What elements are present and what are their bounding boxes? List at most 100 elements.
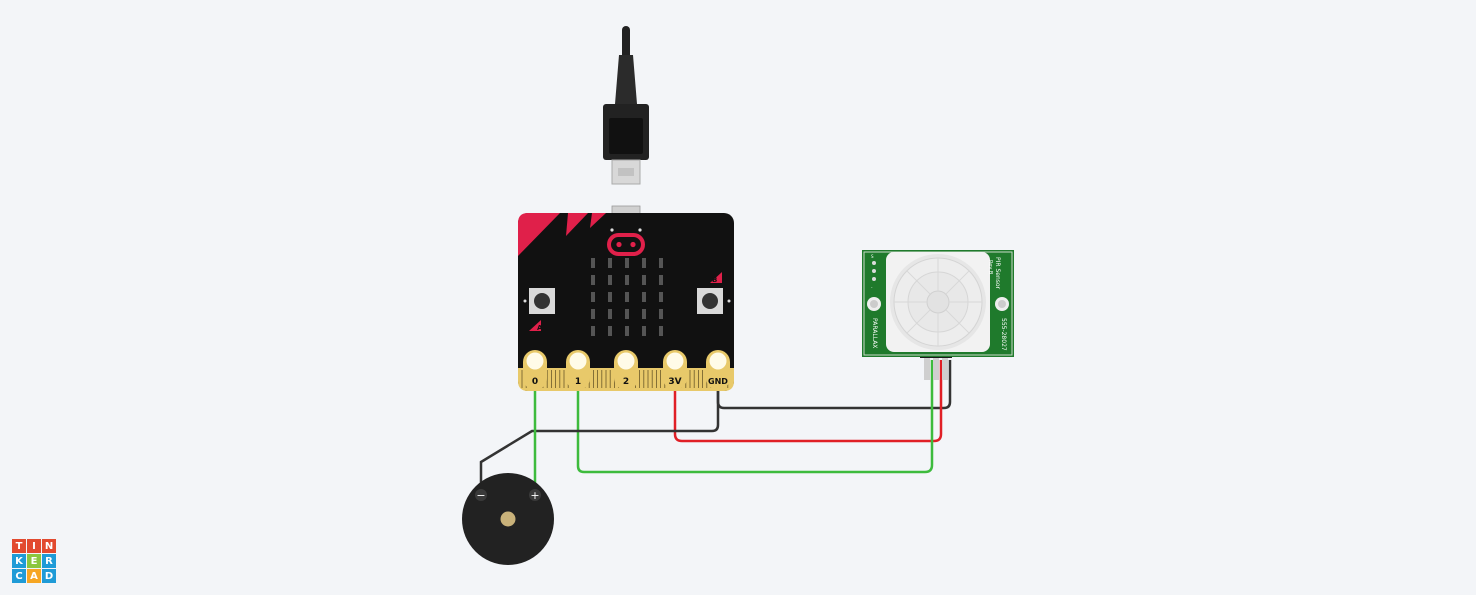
pir-brand: PARALLAX	[871, 318, 878, 348]
led-0-0	[591, 258, 595, 268]
piezo-buzzer[interactable]: − +	[462, 473, 554, 565]
led-4-4	[659, 326, 663, 336]
pin-2[interactable]: 2	[614, 350, 638, 390]
led-3-1	[608, 309, 612, 319]
led-2-4	[659, 292, 663, 302]
pir-pin-mark-minus: -	[871, 285, 873, 290]
pin-0[interactable]: 0	[523, 350, 547, 390]
microbit-led-indicator	[638, 228, 642, 232]
logo-letter-t: T	[12, 539, 26, 553]
pin-gnd-hole	[709, 352, 727, 370]
pir-pin-power	[933, 354, 939, 380]
logo-letter-i: I	[27, 539, 41, 553]
pin-1-label: 1	[575, 377, 581, 387]
pin-2-hole	[617, 352, 635, 370]
button-a-label: A	[537, 324, 543, 332]
led-0-1	[608, 258, 612, 268]
pir-led-dot	[872, 277, 876, 281]
buzzer-plus-label: +	[530, 489, 539, 502]
led-3-2	[625, 309, 629, 319]
logo-letter-d: D	[42, 569, 56, 583]
led-4-3	[642, 326, 646, 336]
usb-connector-slot	[618, 168, 634, 176]
pir-led-dot	[872, 261, 876, 265]
button-b[interactable]: B	[697, 272, 731, 314]
led-4-2	[625, 326, 629, 336]
wire-gnd-buzzer[interactable]	[479, 380, 720, 492]
led-matrix	[591, 258, 663, 336]
pir-sensor[interactable]: PIR Sensor Rev B 555-28027 PARALLAX S -	[862, 250, 1014, 380]
pin-1-hole	[569, 352, 587, 370]
microbit-logo-dot	[616, 241, 622, 248]
microbit-stripe	[590, 213, 606, 228]
logo-letter-k: K	[12, 554, 26, 568]
led-2-1	[608, 292, 612, 302]
pin-1[interactable]: 1	[566, 350, 590, 390]
pir-led-dot	[872, 269, 876, 273]
pin-3v[interactable]: 3V	[663, 350, 687, 390]
led-3-4	[659, 309, 663, 319]
button-a-flag	[529, 320, 541, 331]
pir-title: PIR Sensor	[994, 257, 1001, 290]
button-a-mark	[523, 299, 527, 303]
logo-letter-n: N	[42, 539, 56, 553]
logo-letter-r: R	[42, 554, 56, 568]
logo-letter-e: E	[27, 554, 41, 568]
pin-gnd[interactable]: GND	[706, 350, 730, 390]
led-1-1	[608, 275, 612, 285]
wire-3v-pir[interactable]	[673, 360, 943, 443]
pin-gnd-label: GND	[708, 377, 728, 386]
pir-dome-facets	[894, 258, 982, 346]
microbit-stripe	[518, 213, 560, 256]
logo-letter-a: A	[27, 569, 41, 583]
microbit-led-indicator	[610, 228, 614, 232]
wire-gnd-pir[interactable]	[716, 360, 952, 410]
led-2-3	[642, 292, 646, 302]
pin-0-label: 0	[532, 377, 538, 387]
buzzer-center	[500, 511, 516, 527]
pir-part-number: 555-28027	[1000, 318, 1007, 351]
usb-strain-relief	[615, 55, 637, 104]
led-0-4	[659, 258, 663, 268]
led-4-0	[591, 326, 595, 336]
led-1-0	[591, 275, 595, 285]
led-1-3	[642, 275, 646, 285]
led-0-3	[642, 258, 646, 268]
pin-0-hole	[526, 352, 544, 370]
led-1-4	[659, 275, 663, 285]
microbit-board[interactable]: A B 0 1 2 3	[518, 205, 734, 391]
usb-cable[interactable]	[603, 26, 649, 185]
button-b-mark	[727, 299, 731, 303]
pir-pin-signal	[924, 354, 930, 380]
button-b-label: B	[712, 276, 717, 284]
pir-pin-mark-s: S	[871, 254, 874, 259]
buzzer-minus-label: −	[476, 489, 485, 502]
microbit-logo	[607, 233, 645, 256]
pir-pin-ground	[942, 354, 948, 380]
microbit-stripe	[566, 213, 588, 236]
led-2-2	[625, 292, 629, 302]
pin-3v-hole	[666, 352, 684, 370]
usb-plug-inset	[609, 118, 643, 154]
pir-dome-center	[926, 290, 950, 314]
pin-3v-label: 3V	[668, 377, 681, 387]
pir-mount-hole-inner	[870, 300, 878, 308]
logo-letter-c: C	[12, 569, 26, 583]
led-3-0	[591, 309, 595, 319]
button-a[interactable]: A	[523, 288, 556, 332]
buzzer-terminal-minus	[475, 489, 487, 501]
led-3-3	[642, 309, 646, 319]
pin-2-label: 2	[623, 377, 629, 387]
led-4-1	[608, 326, 612, 336]
led-0-2	[625, 258, 629, 268]
led-1-2	[625, 275, 629, 285]
button-b-flag	[710, 272, 722, 283]
button-a-cap	[534, 293, 550, 309]
led-2-0	[591, 292, 595, 302]
pir-mount-hole-inner	[998, 300, 1006, 308]
wires	[479, 360, 952, 492]
microbit-logo-dot	[630, 241, 636, 248]
wire-pin1-pir[interactable]	[576, 360, 934, 474]
